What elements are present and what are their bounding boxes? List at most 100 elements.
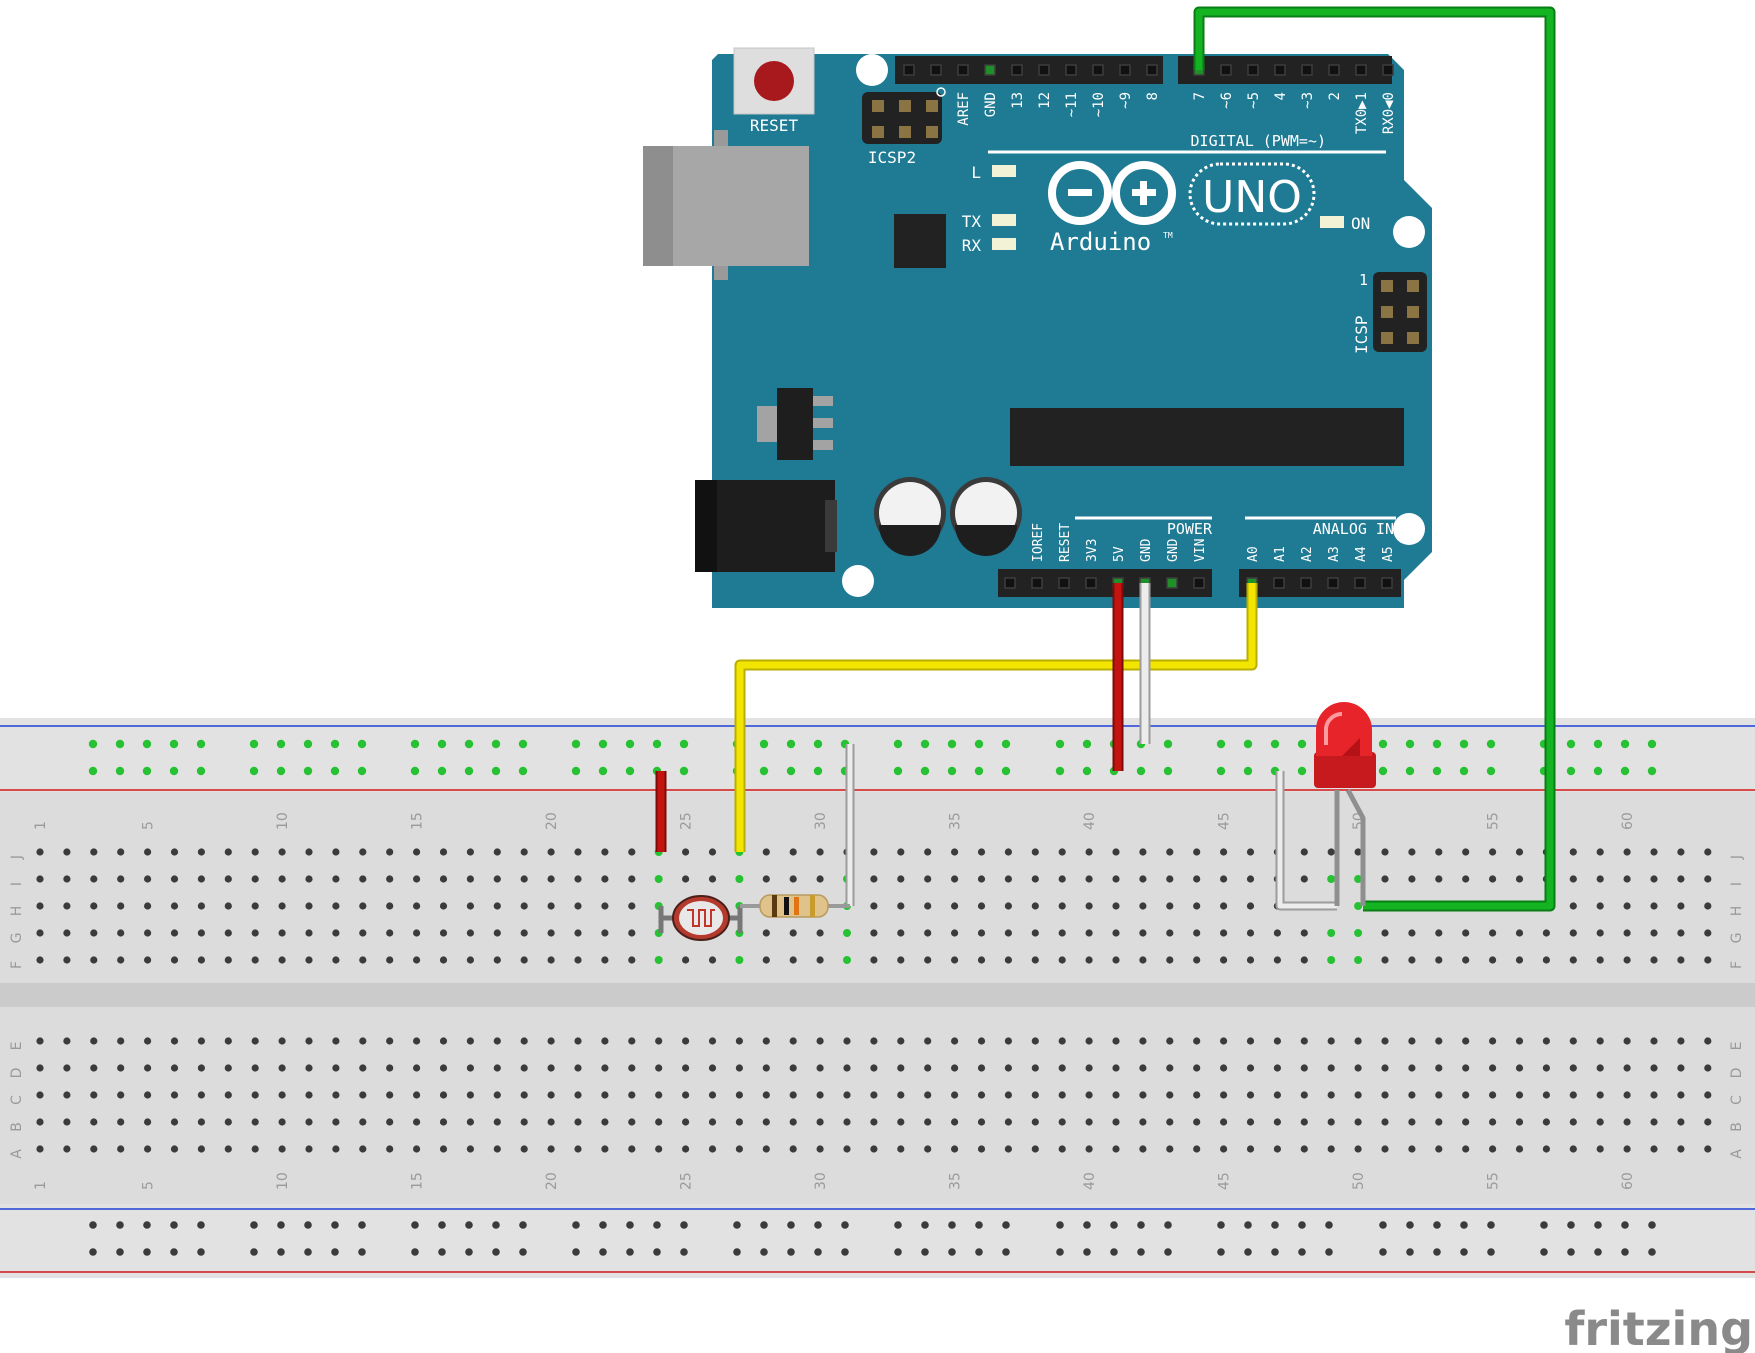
breadboard-hole xyxy=(870,1037,878,1045)
breadboard-hole xyxy=(1435,1145,1443,1153)
breadboard-hole xyxy=(170,1064,179,1072)
breadboard-hole xyxy=(897,902,905,910)
rail-hole xyxy=(518,739,528,749)
breadboard-hole xyxy=(144,1064,152,1072)
rail-hole xyxy=(1486,766,1496,776)
breadboard-hole xyxy=(1327,929,1336,937)
logo-trademark: TM xyxy=(1163,231,1173,240)
rail-hole xyxy=(88,766,98,776)
breadboard-hole xyxy=(144,902,152,910)
breadboard-hole xyxy=(332,929,340,937)
rail-hole xyxy=(357,766,367,776)
voltage-regulator xyxy=(777,388,813,460)
pin-label: TX0▶1 xyxy=(1354,92,1370,134)
breadboard-hole xyxy=(144,1037,152,1045)
breadboard-hole xyxy=(1193,875,1201,883)
breadboard-hole xyxy=(1408,1091,1416,1099)
breadboard-hole xyxy=(117,875,125,883)
breadboard-hole xyxy=(924,1145,932,1153)
breadboard-hole xyxy=(897,1145,905,1153)
reset-button[interactable] xyxy=(754,61,794,101)
rail-hole xyxy=(1379,1221,1387,1229)
breadboard-hole xyxy=(520,1118,528,1126)
breadboard-hole xyxy=(897,875,905,883)
breadboard-hole xyxy=(547,848,555,856)
rail-hole xyxy=(1567,1221,1575,1229)
breadboard-hole xyxy=(870,1064,878,1072)
breadboard-hole xyxy=(1462,956,1470,964)
dc-jack-end xyxy=(825,500,837,552)
breadboard-hole xyxy=(628,956,636,964)
breadboard-hole xyxy=(359,1064,367,1072)
breadboard-hole xyxy=(305,929,313,937)
breadboard-hole xyxy=(251,1145,259,1153)
breadboard-hole xyxy=(63,1145,71,1153)
power-label: POWER xyxy=(1167,520,1213,538)
pin-label: 8 xyxy=(1145,92,1161,100)
board-pcb xyxy=(712,54,1432,608)
breadboard-hole xyxy=(1031,1145,1039,1153)
header-pin xyxy=(1327,577,1339,589)
breadboard-hole xyxy=(1193,1145,1201,1153)
rail-hole xyxy=(1648,1248,1656,1256)
rail-hole xyxy=(1271,1221,1279,1229)
header-pin xyxy=(1355,64,1367,76)
breadboard-hole xyxy=(170,1118,179,1126)
resistor[interactable] xyxy=(759,894,829,918)
atmega-microcontroller xyxy=(1010,408,1404,466)
wire-a0-yellow[interactable] xyxy=(736,583,1256,852)
breadboard-hole xyxy=(1031,848,1039,856)
rail-hole xyxy=(1163,739,1173,749)
regulator-leg xyxy=(813,440,833,450)
breadboard-hole xyxy=(601,1118,609,1126)
icsp2-pin xyxy=(899,100,911,112)
breadboard-hole xyxy=(466,1037,474,1045)
breadboard-hole xyxy=(1489,929,1497,937)
breadboard-hole xyxy=(1381,875,1389,883)
usb-connector-edge xyxy=(643,146,673,266)
breadboard-hole xyxy=(224,1037,232,1045)
breadboard-hole xyxy=(36,956,44,964)
breadboard-hole xyxy=(816,1091,824,1099)
plus-icon-vertical xyxy=(1140,181,1147,205)
column-number: 20 xyxy=(544,1172,560,1190)
header-pin xyxy=(1382,64,1394,76)
breadboard-hole xyxy=(816,1064,824,1072)
breadboard-hole xyxy=(1489,1145,1497,1153)
breadboard-hole xyxy=(224,848,232,856)
breadboard-hole xyxy=(251,1118,259,1126)
breadboard-hole xyxy=(1381,1118,1389,1126)
breadboard-hole xyxy=(1166,956,1174,964)
bottom-power-rail xyxy=(0,1204,1755,1278)
breadboard-hole xyxy=(1354,1118,1362,1126)
breadboard-hole xyxy=(1677,875,1685,883)
breadboard-hole xyxy=(1300,1091,1308,1099)
breadboard-hole xyxy=(359,1118,367,1126)
row-letter: G xyxy=(9,933,25,944)
column-number: 35 xyxy=(948,812,964,830)
breadboard-hole xyxy=(601,1091,609,1099)
breadboard-hole xyxy=(1515,1091,1524,1099)
rail-hole xyxy=(598,739,608,749)
rail-hole xyxy=(975,1248,983,1256)
breadboard-hole xyxy=(359,1091,367,1099)
rail-hole xyxy=(1164,1221,1172,1229)
pin-label: A5 xyxy=(1381,546,1396,562)
breadboard-hole xyxy=(117,1064,125,1072)
pin-label: 3V3 xyxy=(1085,539,1100,562)
breadboard-hole xyxy=(547,902,555,910)
breadboard-hole xyxy=(1704,1118,1712,1126)
wire-pin7-green[interactable] xyxy=(1195,8,1554,910)
breadboard-hole xyxy=(924,1064,932,1072)
breadboard-hole xyxy=(628,1145,636,1153)
breadboard-hole xyxy=(547,1064,555,1072)
breadboard-hole xyxy=(144,848,152,856)
rail-hole xyxy=(1540,1248,1548,1256)
photoresistor[interactable] xyxy=(672,895,730,941)
wire-led-gnd[interactable] xyxy=(1277,771,1337,909)
row-letter: H xyxy=(9,906,25,917)
red-led[interactable] xyxy=(1314,702,1376,788)
dc-power-jack xyxy=(695,480,835,572)
breadboard-hole xyxy=(628,902,636,910)
breadboard-hole xyxy=(251,1037,259,1045)
